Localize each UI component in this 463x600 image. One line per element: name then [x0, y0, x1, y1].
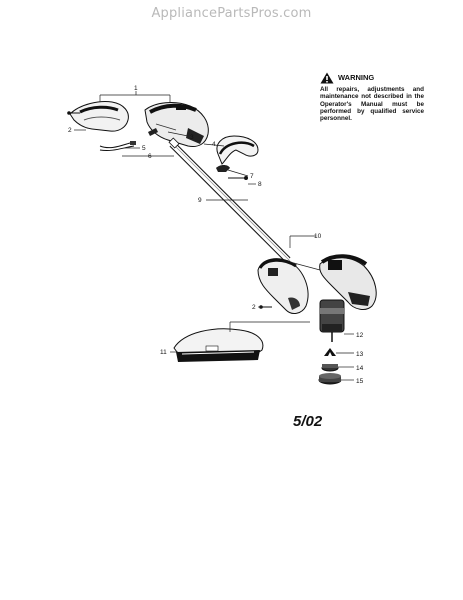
callout-9: 9 [198, 197, 202, 204]
spool-retainer[interactable] [324, 348, 336, 356]
callout-13: 13 [356, 351, 364, 358]
callout-2: 2 [252, 304, 256, 311]
callout-7: 7 [250, 173, 254, 180]
callout-6: 6 [148, 153, 152, 160]
callout-8: 8 [258, 181, 262, 188]
callout-14: 14 [356, 365, 364, 372]
callout-10: 10 [314, 233, 322, 240]
handle-housing-right-half[interactable] [144, 102, 209, 147]
motor-housing-left-half[interactable] [257, 258, 309, 314]
guard[interactable] [173, 328, 264, 362]
clip[interactable] [148, 128, 158, 136]
spool-cap[interactable] [318, 373, 342, 385]
callout-5: 5 [142, 145, 146, 152]
callout-15: 15 [356, 378, 364, 385]
switch-cord[interactable] [99, 141, 136, 151]
handle-housing-left-half[interactable] [69, 101, 129, 132]
warning-text: All repairs, adjustments and maintenance… [320, 86, 424, 123]
warning-notice: WARNING All repairs, adjustments and mai… [320, 72, 424, 122]
site-watermark: AppliancePartsPros.com [151, 6, 312, 21]
auxiliary-handle[interactable] [216, 135, 259, 165]
callout-3: 3 [190, 134, 194, 141]
shaft-tube[interactable] [168, 137, 291, 263]
callout-12: 12 [356, 332, 364, 339]
leader-lines [74, 91, 354, 381]
screw[interactable] [67, 111, 80, 115]
handle-bolt[interactable] [228, 176, 248, 180]
revision-date-code: 5/02 [293, 413, 323, 430]
warning-triangle-icon [320, 72, 334, 84]
motor[interactable] [319, 299, 345, 342]
callout-4: 4 [212, 141, 216, 148]
handle-knob[interactable] [216, 165, 230, 172]
warning-title: WARNING [338, 73, 375, 83]
callout-1: 1 [134, 85, 138, 92]
callout-11: 11 [160, 349, 167, 356]
spool[interactable] [321, 364, 339, 372]
callout-2: 2 [68, 127, 72, 134]
callout-numbers: 1 2 3 4 5 6 7 8 9 10 2 11 12 13 14 15 [68, 85, 364, 385]
motor-housing-right-half[interactable] [319, 254, 377, 310]
